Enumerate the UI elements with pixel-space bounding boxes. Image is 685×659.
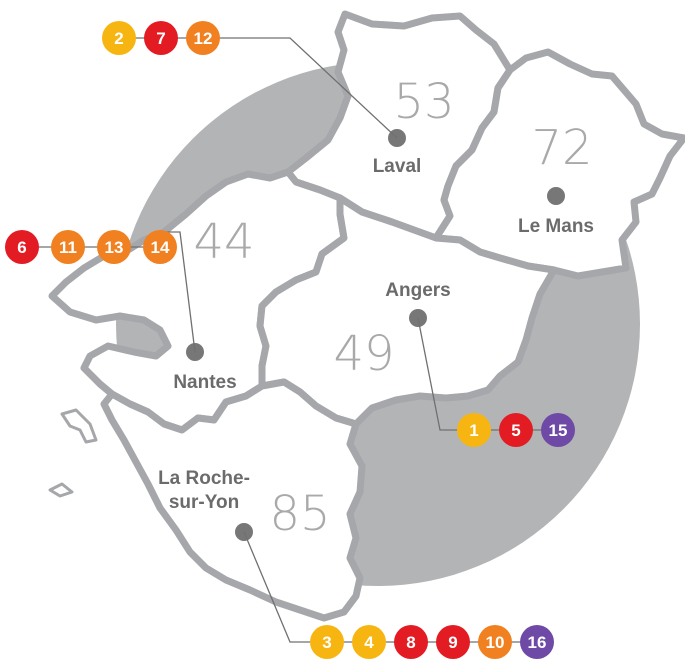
number-badge-10[interactable] (478, 625, 512, 659)
department-72-shape[interactable] (432, 48, 685, 280)
city-dot-le-mans (547, 187, 565, 205)
department-number-49: 49 (333, 326, 394, 382)
number-badge-15[interactable] (541, 413, 575, 447)
leader-line-nantes (164, 231, 196, 353)
department-number-53: 53 (393, 74, 454, 130)
city-label-le-mans: Le Mans (518, 216, 594, 237)
badge-group-la-roche-sur-yon: 3 4 8 9 10 16 (310, 625, 554, 659)
leader-line-laval (216, 37, 398, 139)
number-badge-3[interactable] (310, 625, 344, 659)
number-badge-label-6: 6 (17, 238, 26, 257)
badge-group-laval: 2 7 12 (102, 21, 220, 55)
number-badge-2[interactable] (102, 21, 136, 55)
city-label-la-roche-line1: La Roche- (158, 468, 250, 489)
city-label-laval: Laval (373, 156, 422, 177)
department-number-85: 85 (269, 486, 330, 542)
number-badge-label-3: 3 (322, 633, 331, 652)
number-badge-16[interactable] (520, 625, 554, 659)
number-badge-label-14: 14 (151, 238, 170, 257)
number-badge-4[interactable] (352, 625, 386, 659)
number-badge-label-2: 2 (114, 29, 123, 48)
number-badge-label-10: 10 (486, 633, 505, 652)
number-badge-12[interactable] (186, 21, 220, 55)
number-badge-8[interactable] (394, 625, 428, 659)
number-badge-9[interactable] (436, 625, 470, 659)
number-badge-label-16: 16 (528, 633, 547, 652)
number-badge-11[interactable] (51, 230, 85, 264)
number-badge-13[interactable] (97, 230, 131, 264)
badge-group-nantes: 6 11 13 14 (5, 230, 177, 264)
city-label-la-roche-line2: sur-Yon (169, 492, 239, 513)
number-badge-label-12: 12 (194, 29, 213, 48)
number-badge-7[interactable] (144, 21, 178, 55)
number-badge-label-13: 13 (105, 238, 124, 257)
number-badge-6[interactable] (5, 230, 39, 264)
island-noirmoutier (60, 408, 98, 444)
number-badge-label-9: 9 (448, 633, 457, 652)
number-badge-label-4: 4 (364, 633, 374, 652)
island-yeu (48, 482, 74, 498)
number-badge-14[interactable] (143, 230, 177, 264)
department-number-44: 44 (193, 214, 254, 270)
department-number-72: 72 (531, 120, 592, 176)
city-label-nantes: Nantes (173, 372, 236, 393)
city-label-angers: Angers (385, 280, 450, 301)
number-badge-label-1: 1 (469, 421, 478, 440)
number-badge-label-5: 5 (511, 421, 520, 440)
number-badge-label-8: 8 (406, 633, 415, 652)
department-85-shape[interactable] (100, 378, 366, 622)
number-badge-5[interactable] (499, 413, 533, 447)
department-49-shape[interactable] (256, 194, 558, 428)
number-badge-1[interactable] (457, 413, 491, 447)
number-badge-label-11: 11 (59, 238, 77, 257)
number-badge-label-7: 7 (156, 29, 165, 48)
number-badge-label-15: 15 (549, 421, 568, 440)
